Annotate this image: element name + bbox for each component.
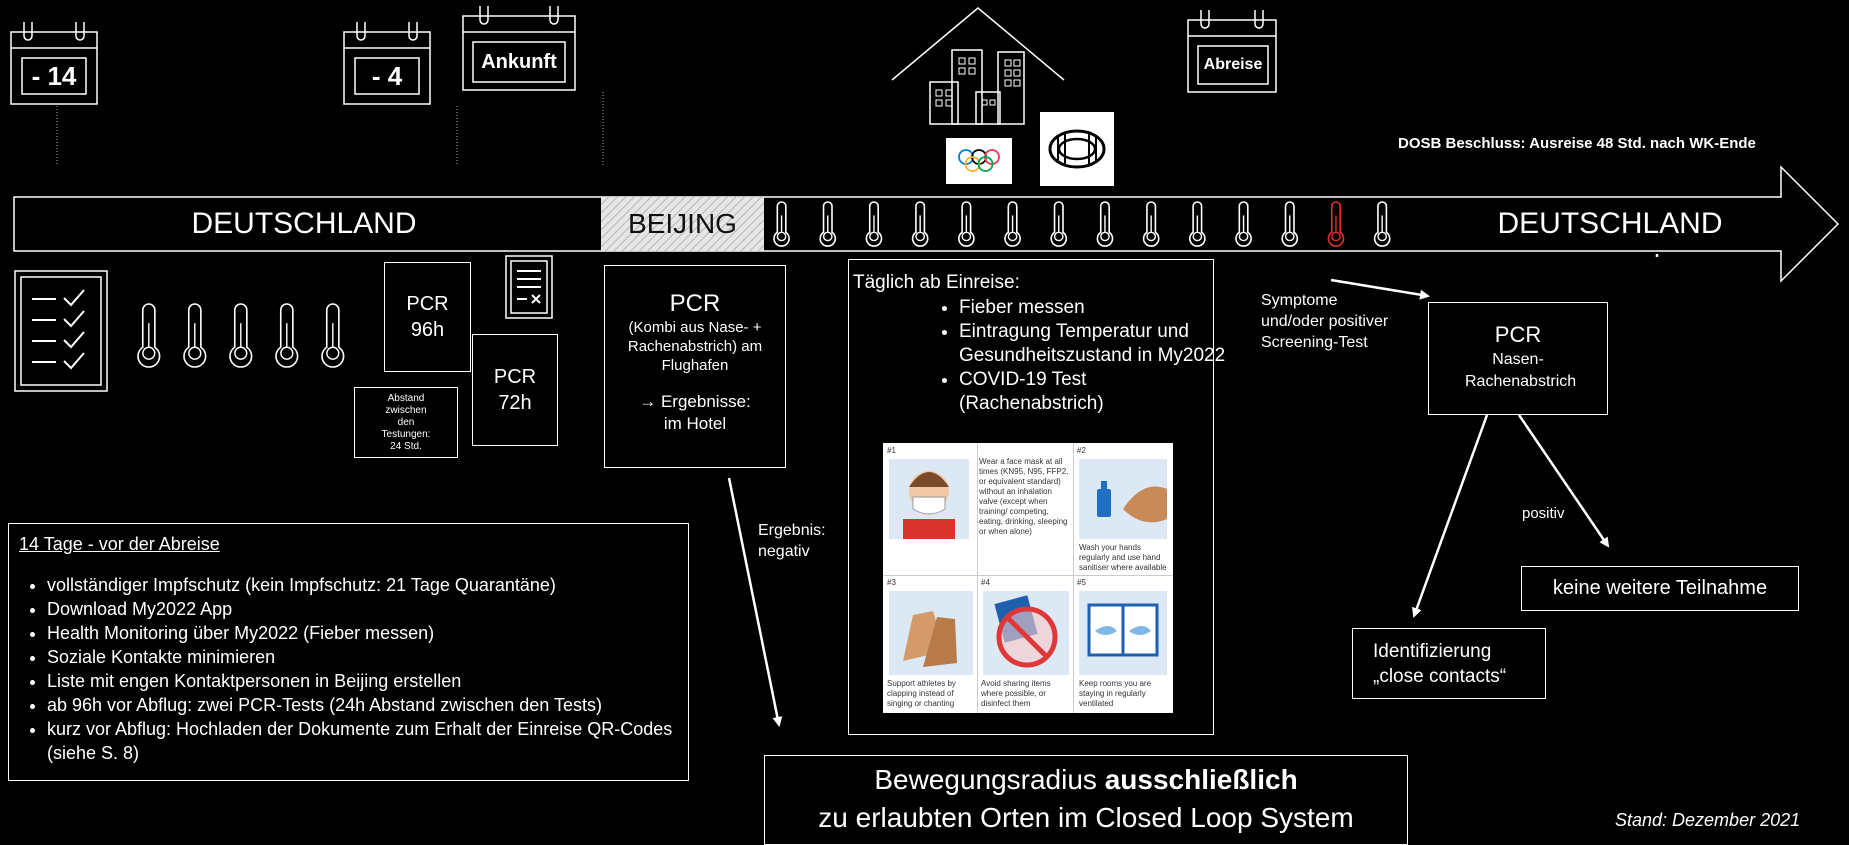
olympic-rings-badge bbox=[946, 138, 1012, 184]
ventilation-icon bbox=[1079, 591, 1167, 675]
daily-box: Täglich ab Einreise: Fieber messen Eintr… bbox=[848, 259, 1225, 735]
timeline-thermometers bbox=[773, 201, 1391, 247]
gap-note-box: Abstand zwischen den Testungen: 24 Std. bbox=[354, 387, 458, 458]
pcr-72h-box: PCR 72h bbox=[472, 334, 558, 446]
calendar-minus4-label: - 4 bbox=[371, 60, 403, 91]
airport-pcr-detail: (Kombi aus Nase- + Rachenabstrich) am Fl… bbox=[627, 319, 763, 374]
movement-text-bold: ausschließlich bbox=[1104, 764, 1298, 795]
thermometer-icon bbox=[1373, 201, 1391, 247]
symptom-pcr-box: PCR Nasen-Rachenabstrich bbox=[1428, 302, 1608, 415]
movement-text-pre: Bewegungsradius bbox=[874, 764, 1105, 795]
calendar-arrival-label: Ankunft bbox=[481, 50, 557, 73]
test-document-icon bbox=[505, 255, 553, 319]
dosb-note: DOSB Beschluss: Ausreise 48 Std. nach WK… bbox=[1398, 135, 1756, 152]
calendar-departure-label: Abreise bbox=[1203, 56, 1263, 73]
thermometer-icon bbox=[773, 201, 790, 247]
airport-pcr-title: PCR bbox=[669, 290, 721, 317]
footer-date: Stand: Dezember 2021 bbox=[1615, 810, 1801, 830]
face-mask-icon bbox=[889, 459, 969, 539]
notes-title: 14 Tage - vor der Abreise bbox=[19, 534, 220, 554]
pcr-96h-box: PCR 96h bbox=[384, 262, 471, 372]
panel-5-text: Keep rooms you are staying in regularly … bbox=[1079, 679, 1152, 708]
panel-3-number: #3 bbox=[887, 578, 896, 587]
timeline-germany-left: DEUTSCHLAND bbox=[191, 207, 417, 240]
thermometer-icon bbox=[1281, 201, 1299, 247]
thermometer-icon bbox=[137, 303, 161, 368]
thermometer-icon bbox=[1142, 201, 1160, 247]
notes-item: vollständiger Impfschutz (kein Impfschut… bbox=[47, 573, 678, 597]
symptom-pcr-detail: Nasen-Rachenabstrich bbox=[1465, 351, 1577, 390]
close-contacts-box: Identifizierung „close contacts“ bbox=[1352, 628, 1546, 699]
close-contacts-line2: „close contacts“ bbox=[1373, 666, 1507, 687]
gap-note: Abstand zwischen den Testungen: 24 Std. bbox=[381, 392, 431, 452]
stadium-icon bbox=[1048, 129, 1106, 169]
positive-label: positiv bbox=[1522, 505, 1565, 522]
thermometer-icon bbox=[865, 201, 883, 247]
daily-item: COVID-19 Test (Rachenabstrich) bbox=[959, 368, 1231, 416]
pcr-72h-label: PCR 72h bbox=[493, 366, 537, 414]
thermometer-icon bbox=[321, 303, 345, 368]
olympic-rings-icon bbox=[958, 149, 1000, 172]
thermometer-icon bbox=[229, 303, 253, 368]
calendar-icon-arrival bbox=[462, 6, 576, 91]
thermometer-icon bbox=[1004, 201, 1021, 247]
no-participation-box: keine weitere Teilnahme bbox=[1521, 566, 1799, 611]
thermometer-icon bbox=[183, 303, 207, 368]
notes-item: Health Monitoring über My2022 (Fieber me… bbox=[47, 621, 678, 645]
notes-item: Download My2022 App bbox=[47, 597, 678, 621]
panel-5-number: #5 bbox=[1077, 578, 1086, 587]
panel-1-number: #1 bbox=[887, 446, 896, 455]
panel-2-text: Wash your hands regularly and use hand s… bbox=[1079, 543, 1167, 572]
dotted-connectors bbox=[56, 92, 604, 166]
panel-4-text: Avoid sharing items where possible, or d… bbox=[981, 679, 1051, 708]
notes-item: Liste mit engen Kontaktpersonen in Beiji… bbox=[47, 669, 678, 693]
calendar-icon-departure bbox=[1187, 10, 1277, 93]
thermometer-icon bbox=[1235, 201, 1252, 247]
no-participation-label: keine weitere Teilnahme bbox=[1552, 577, 1768, 599]
pre-departure-notes: 14 Tage - vor der Abreise vollständiger … bbox=[8, 523, 689, 781]
symptoms-trigger: Symptome und/oder positiver Screening-Te… bbox=[1261, 292, 1389, 351]
movement-radius-box: Bewegungsradius ausschließlich zu erlaub… bbox=[764, 755, 1408, 845]
panel-4-number: #4 bbox=[981, 578, 990, 587]
thermometer-icon bbox=[1050, 201, 1068, 247]
daily-item: Eintragung Temperatur und Gesundheitszus… bbox=[959, 320, 1231, 368]
stadium-badge bbox=[1040, 112, 1114, 186]
calendar-icon-minus14 bbox=[10, 22, 98, 105]
timeline-beijing: BEIJING bbox=[628, 208, 737, 239]
pre-departure-thermometers bbox=[137, 303, 345, 368]
airport-pcr-result: → Ergebnisse: im Hotel bbox=[639, 392, 751, 433]
panel-1-text: Wear a face mask at all times (KN95, N95… bbox=[979, 457, 1069, 536]
movement-text-line2: zu erlaubten Orten im Closed Loop System bbox=[818, 802, 1354, 833]
hand-washing-icon bbox=[1079, 459, 1167, 539]
thermometer-icon bbox=[1189, 201, 1206, 247]
checklist-icon bbox=[14, 270, 108, 392]
thermometer-icon bbox=[1327, 201, 1345, 247]
airport-pcr-box: PCR (Kombi aus Nase- + Rachenabstrich) a… bbox=[604, 265, 786, 468]
timeline-arrow bbox=[13, 165, 1840, 283]
notes-item: ab 96h vor Abflug: zwei PCR-Tests (24h A… bbox=[47, 693, 678, 717]
symptom-pcr-title: PCR bbox=[1494, 322, 1542, 347]
thermometer-icon bbox=[819, 201, 837, 247]
hygiene-guidelines-panel: #1 Wear a face mask at all times (KN95, … bbox=[883, 443, 1173, 713]
clapping-icon bbox=[889, 591, 973, 675]
thermometer-icon bbox=[1096, 201, 1114, 247]
calendar-icon-minus4 bbox=[343, 22, 431, 105]
no-sharing-icon bbox=[983, 591, 1069, 675]
pcr-96h-label: PCR 96h bbox=[406, 293, 449, 341]
close-contacts-line1: Identifizierung bbox=[1373, 641, 1492, 662]
thermometer-icon bbox=[911, 201, 929, 247]
timeline-germany-right: DEUTSCHLAND bbox=[1497, 207, 1723, 240]
panel-2-number: #2 bbox=[1077, 446, 1086, 455]
calendar-minus14-label: - 14 bbox=[31, 60, 77, 91]
notes-item: Soziale Kontakte minimieren bbox=[47, 645, 678, 669]
thermometer-icon bbox=[275, 303, 299, 368]
city-icon bbox=[891, 7, 1065, 125]
daily-title: Täglich ab Einreise: bbox=[853, 272, 1020, 293]
result-negative-label: Ergebnis: negativ bbox=[758, 522, 826, 560]
panel-3-text: Support athletes by clapping instead of … bbox=[887, 679, 956, 708]
thermometer-icon bbox=[958, 201, 975, 247]
notes-item: kurz vor Abflug: Hochladen der Dokumente… bbox=[47, 717, 678, 765]
daily-item: Fieber messen bbox=[959, 296, 1231, 320]
